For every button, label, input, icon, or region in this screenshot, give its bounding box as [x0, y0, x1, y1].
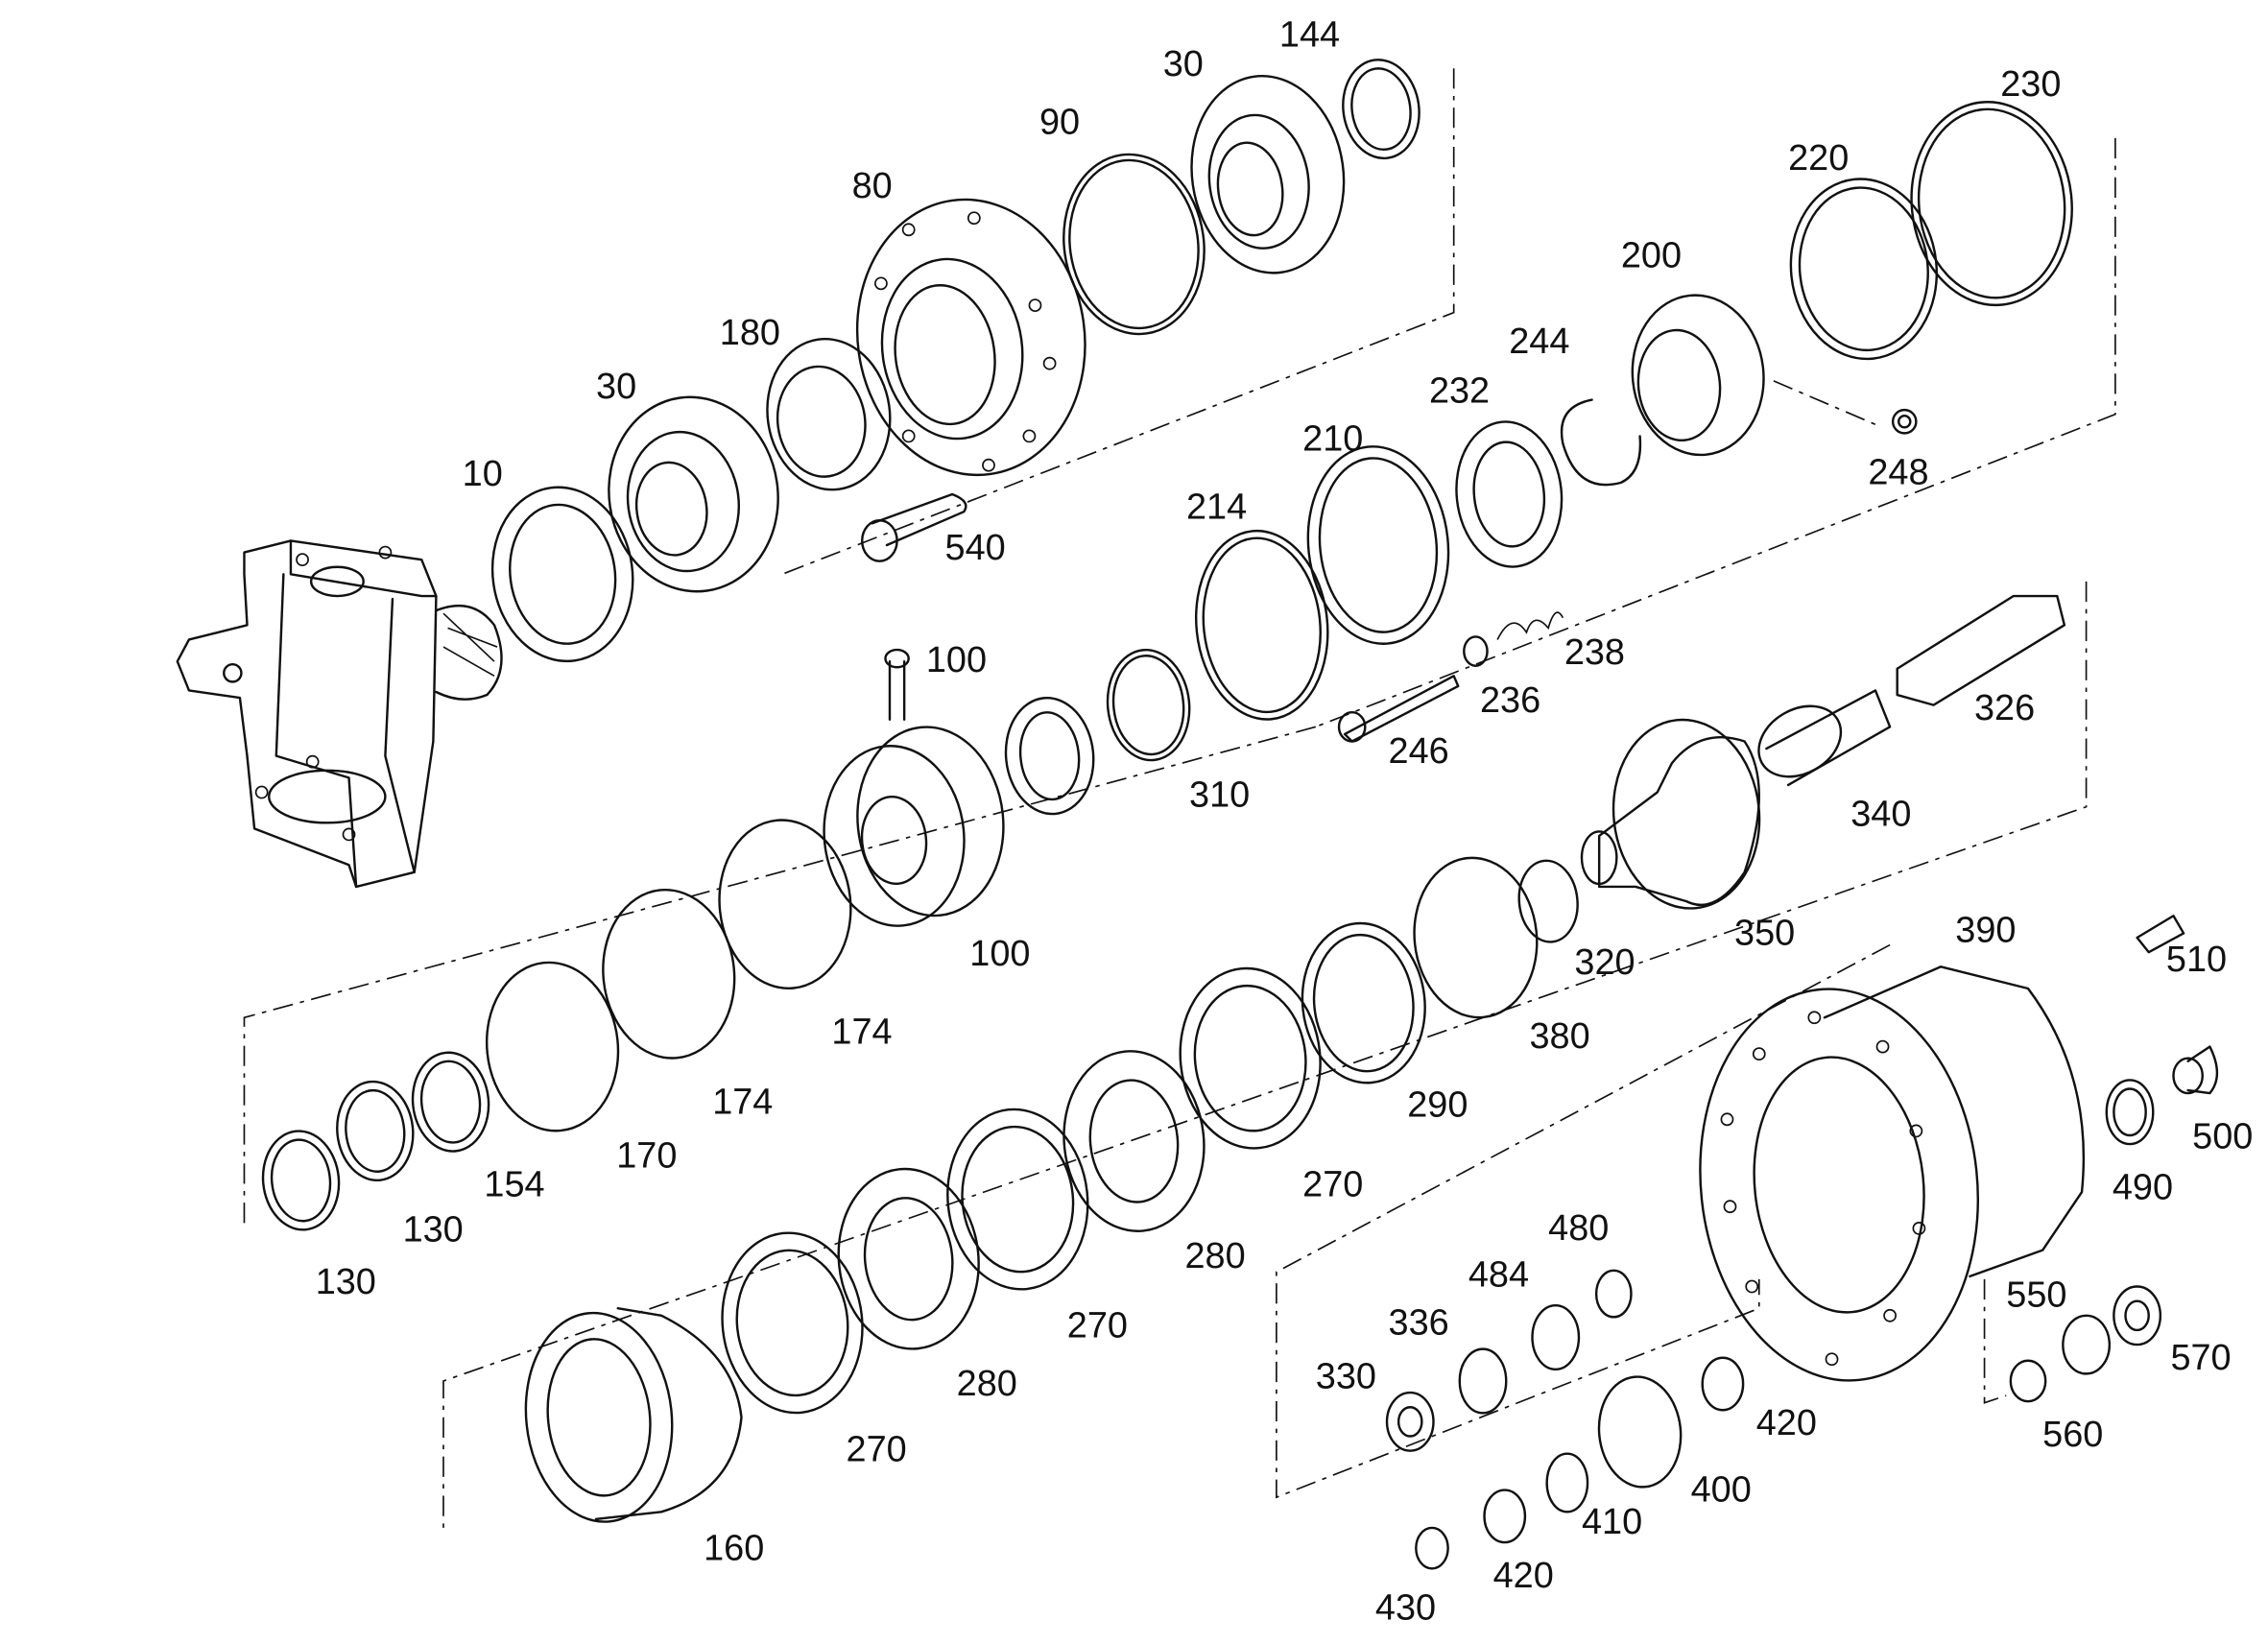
label-336: 336: [1389, 1302, 1449, 1343]
label-310: 310: [1189, 775, 1250, 816]
label-10: 10: [463, 454, 503, 494]
group-outlines: [243, 68, 2116, 1535]
label-230: 230: [2000, 64, 2061, 105]
label-232: 232: [1429, 371, 1490, 412]
label-130: 130: [316, 1262, 376, 1302]
label-270: 270: [1302, 1165, 1363, 1205]
label-238: 238: [1564, 632, 1625, 673]
label-330: 330: [1316, 1357, 1376, 1397]
part-number-labels: 144 30 90 80 180 30 10 540 230 220 200 2…: [316, 14, 2254, 1628]
label-214: 214: [1186, 488, 1247, 528]
label-174: 174: [831, 1013, 892, 1053]
label-248: 248: [1868, 452, 1928, 492]
top-row-parts: [490, 59, 1420, 663]
fourth-row-parts: [524, 594, 2066, 1523]
label-174: 174: [712, 1082, 773, 1122]
label-560: 560: [2042, 1415, 2103, 1455]
hub-drum-parts: [1385, 915, 2219, 1570]
label-390: 390: [1955, 911, 2016, 951]
third-row-parts: [261, 648, 1191, 1231]
label-100: 100: [926, 640, 987, 680]
label-100: 100: [969, 934, 1030, 974]
second-row-parts: [1194, 101, 2073, 743]
label-210: 210: [1302, 419, 1363, 460]
label-90: 90: [1039, 102, 1080, 142]
label-154: 154: [484, 1165, 544, 1205]
label-180: 180: [720, 313, 780, 353]
knuckle-housing: [176, 539, 503, 889]
label-220: 220: [1788, 138, 1849, 179]
label-290: 290: [1407, 1084, 1468, 1125]
label-144: 144: [1279, 14, 1340, 55]
label-280: 280: [1184, 1236, 1245, 1276]
label-200: 200: [1621, 236, 1682, 276]
label-400: 400: [1691, 1470, 1752, 1511]
label-410: 410: [1582, 1502, 1642, 1542]
label-270: 270: [847, 1429, 907, 1469]
label-430: 430: [1375, 1587, 1436, 1628]
label-30: 30: [596, 367, 636, 407]
label-350: 350: [1734, 914, 1795, 954]
label-130: 130: [403, 1210, 464, 1251]
label-280: 280: [957, 1364, 1017, 1404]
label-160: 160: [704, 1528, 764, 1568]
label-380: 380: [1529, 1016, 1589, 1057]
label-540: 540: [945, 528, 1006, 568]
label-500: 500: [2192, 1117, 2253, 1157]
label-80: 80: [852, 166, 893, 206]
label-30: 30: [1163, 44, 1204, 84]
label-420: 420: [1756, 1403, 1817, 1443]
label-550: 550: [2006, 1275, 2066, 1316]
label-236: 236: [1480, 680, 1540, 721]
label-170: 170: [616, 1135, 677, 1176]
label-326: 326: [1974, 688, 2035, 728]
label-244: 244: [1509, 322, 1569, 362]
label-510: 510: [2166, 940, 2227, 980]
label-480: 480: [1548, 1208, 1609, 1249]
label-340: 340: [1850, 794, 1911, 834]
label-490: 490: [2113, 1168, 2173, 1208]
label-484: 484: [1468, 1255, 1529, 1296]
label-420: 420: [1493, 1556, 1554, 1596]
label-246: 246: [1389, 731, 1449, 772]
label-570: 570: [2170, 1338, 2231, 1378]
label-320: 320: [1574, 942, 1635, 983]
label-270: 270: [1067, 1306, 1128, 1346]
